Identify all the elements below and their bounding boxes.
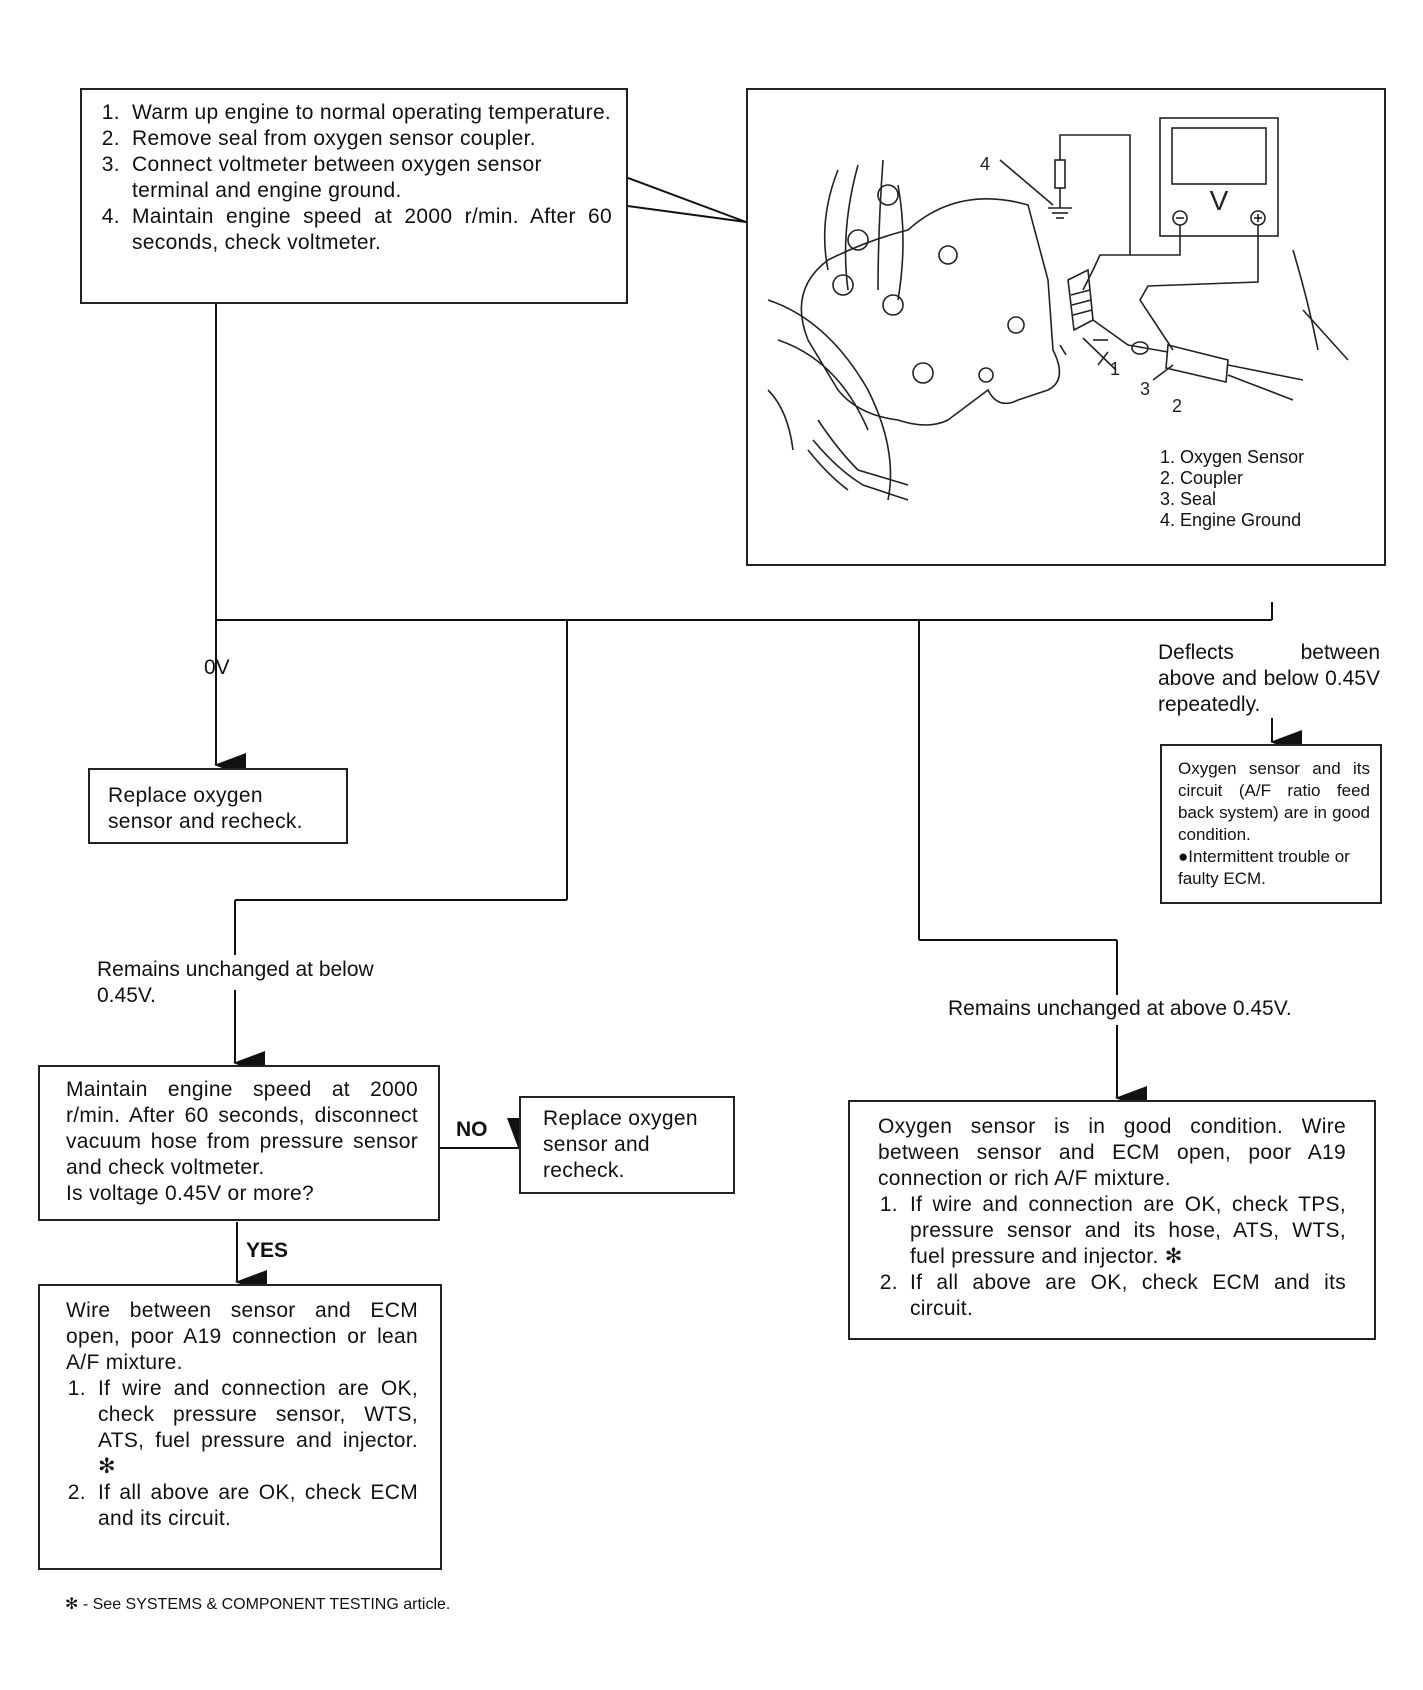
voltmeter-v-label: V xyxy=(1210,185,1229,216)
step1-item: Maintain engine speed at 2000 r/min. Aft… xyxy=(126,204,612,256)
legend-item: 4. Engine Ground xyxy=(1160,510,1302,530)
good-condition-text: Oxygen sensor and its circuit (A/F ratio… xyxy=(1178,759,1370,844)
lean-item: If all above are OK, check ECM and its c… xyxy=(92,1480,418,1532)
engine-illustration: V 4 1 3 2 xyxy=(767,117,1349,501)
rich-list: If wire and connection are OK, check TPS… xyxy=(878,1192,1346,1322)
lean-intro: Wire between sensor and ECM open, poor A… xyxy=(66,1299,418,1374)
legend-item: 1. Oxygen Sensor xyxy=(1160,447,1305,467)
callout-3: 3 xyxy=(1140,379,1150,399)
callout-1: 1 xyxy=(1110,359,1120,379)
branch-label-below: Remains unchanged at below 0.45V. xyxy=(97,958,374,1007)
illustration-legend: 1. Oxygen Sensor 2. Coupler 3. Seal 4. E… xyxy=(1160,447,1304,531)
replace-sensor-text: Replace oxygen sensor and recheck. xyxy=(543,1107,698,1182)
lean-list: If wire and connection are OK, check pre… xyxy=(66,1376,418,1532)
voltmeter-body xyxy=(1159,117,1279,237)
rich-mixture-box: Oxygen sensor is in good condition. Wire… xyxy=(848,1100,1376,1340)
replace-sensor-box-2: Replace oxygen sensor and recheck. xyxy=(519,1096,735,1194)
illustration-box: V 4 1 3 2 1. Oxygen Sensor 2. Coupler 3.… xyxy=(746,88,1386,566)
lean-item: If wire and connection are OK, check pre… xyxy=(92,1376,418,1480)
callout-2: 2 xyxy=(1172,396,1182,416)
maintain-speed-question: Is voltage 0.45V or more? xyxy=(66,1182,314,1205)
replace-sensor-text: Replace oxygen sensor and recheck. xyxy=(108,784,303,833)
voltmeter-display xyxy=(1171,127,1267,185)
callout-4: 4 xyxy=(980,154,990,174)
no-label: NO xyxy=(456,1118,488,1141)
branch-label-above: Remains unchanged at above 0.45V. xyxy=(948,997,1292,1020)
step1-item: Warm up engine to normal operating tempe… xyxy=(126,100,612,126)
yes-label: YES xyxy=(246,1239,289,1262)
step1-list: Warm up engine to normal operating tempe… xyxy=(94,100,612,256)
legend-item: 2. Coupler xyxy=(1160,468,1244,488)
footnote: ✻ - See SYSTEMS & COMPONENT TESTING arti… xyxy=(65,1596,451,1613)
lean-mixture-box: Wire between sensor and ECM open, poor A… xyxy=(38,1284,442,1570)
step1-item: Connect voltmeter between oxygen sensor … xyxy=(126,152,612,204)
branch-label-deflects: Deflects between above and below 0.45V r… xyxy=(1158,641,1380,716)
rich-item: If wire and connection are OK, check TPS… xyxy=(904,1192,1346,1270)
rich-item: If all above are OK, check ECM and its c… xyxy=(904,1270,1346,1322)
replace-sensor-box-1: Replace oxygen sensor and recheck. xyxy=(88,768,348,844)
rich-intro: Oxygen sensor is in good condition. Wire… xyxy=(878,1115,1346,1190)
step1-box: Warm up engine to normal operating tempe… xyxy=(80,88,628,304)
maintain-speed-box: Maintain engine speed at 2000 r/min. Aft… xyxy=(38,1065,440,1221)
branch-label-0v: 0V xyxy=(204,656,230,679)
good-condition-box: Oxygen sensor and its circuit (A/F ratio… xyxy=(1160,744,1382,904)
good-condition-bullet: ●Intermittent trouble or faulty ECM. xyxy=(1178,847,1350,888)
maintain-speed-text: Maintain engine speed at 2000 r/min. Aft… xyxy=(66,1078,418,1179)
legend-item: 3. Seal xyxy=(1160,489,1217,509)
step1-item: Remove seal from oxygen sensor coupler. xyxy=(126,126,612,152)
